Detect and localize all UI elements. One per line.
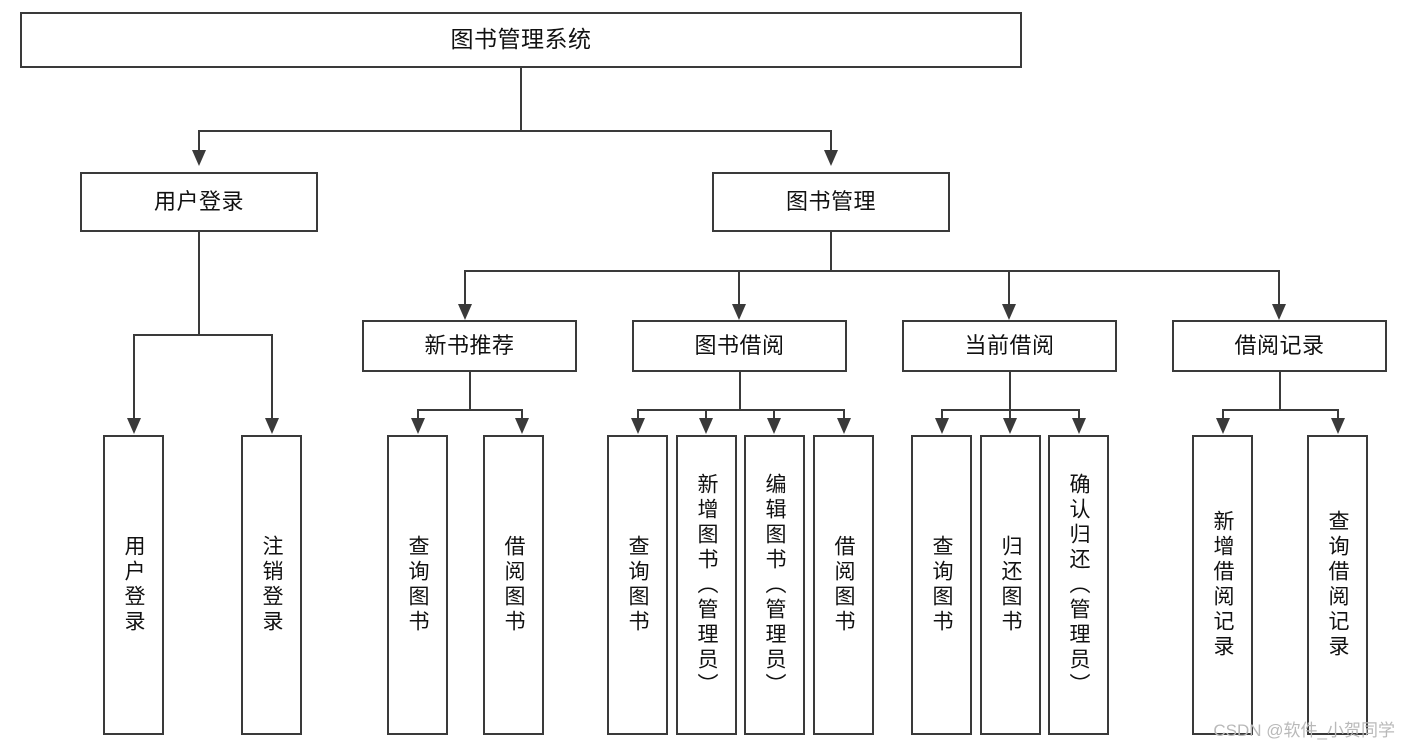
node-label: 借阅图书 <box>832 535 855 635</box>
connector-cb-drop-2 <box>1009 409 1011 418</box>
connector-root-drop-left <box>198 130 200 150</box>
node-label: 用户登录 <box>122 535 145 635</box>
arrow-to-leaf-bb-4 <box>837 418 851 434</box>
connector-book-management-stem <box>830 232 832 271</box>
node-label: 新增借阅记录 <box>1211 510 1234 660</box>
arrow-to-user-login <box>192 150 206 166</box>
leaf-user-login[interactable]: 用户登录 <box>103 435 164 735</box>
leaf-br-add-record[interactable]: 新增借阅记录 <box>1192 435 1253 735</box>
node-label: 新书推荐 <box>424 333 515 359</box>
connector-cb-stem <box>1009 372 1011 410</box>
connector-bm-drop-2 <box>738 270 740 304</box>
arrow-to-leaf-user-login <box>127 418 141 434</box>
node-label: 查询借阅记录 <box>1326 510 1349 660</box>
arrow-to-leaf-br-2 <box>1331 418 1345 434</box>
connector-user-login-stem <box>198 232 200 335</box>
connector-bb-drop-1 <box>637 409 639 418</box>
node-label: 当前借阅 <box>964 333 1055 359</box>
node-label: 归还图书 <box>999 535 1022 635</box>
connector-bb-drop-2 <box>705 409 707 418</box>
leaf-cb-query-book[interactable]: 查询图书 <box>911 435 972 735</box>
arrow-to-leaf-bb-2 <box>699 418 713 434</box>
connector-nbr-stem <box>469 372 471 410</box>
arrow-to-borrow-record <box>1272 304 1286 320</box>
arrow-to-book-management <box>824 150 838 166</box>
arrow-to-leaf-cb-2 <box>1003 418 1017 434</box>
connector-book-management-bus <box>464 270 1280 272</box>
connector-user-login-drop-1 <box>133 334 135 418</box>
connector-user-login-drop-2 <box>271 334 273 418</box>
node-borrow-record[interactable]: 借阅记录 <box>1172 320 1387 372</box>
node-label: 图书管理 <box>785 189 876 215</box>
node-user-login[interactable]: 用户登录 <box>80 172 318 232</box>
node-label: 图书借阅 <box>694 333 785 359</box>
arrow-to-leaf-cb-3 <box>1072 418 1086 434</box>
connector-bb-stem <box>739 372 741 410</box>
node-label: 用户登录 <box>153 189 244 215</box>
arrow-to-leaf-bb-1 <box>631 418 645 434</box>
leaf-br-query-record[interactable]: 查询借阅记录 <box>1307 435 1368 735</box>
node-label: 借阅记录 <box>1234 333 1325 359</box>
connector-root-drop-right <box>830 130 832 150</box>
connector-cb-drop-1 <box>941 409 943 418</box>
leaf-bb-edit-book-admin[interactable]: 编辑图书（管理员） <box>744 435 805 735</box>
connector-br-drop-1 <box>1222 409 1224 418</box>
node-book-borrow[interactable]: 图书借阅 <box>632 320 847 372</box>
connector-nbr-drop-2 <box>521 409 523 418</box>
connector-br-drop-2 <box>1337 409 1339 418</box>
leaf-cb-confirm-return-admin[interactable]: 确认归还（管理员） <box>1048 435 1109 735</box>
connector-br-stem <box>1279 372 1281 410</box>
connector-root-bus <box>198 130 832 132</box>
node-new-book-recommend[interactable]: 新书推荐 <box>362 320 577 372</box>
leaf-cb-return-book[interactable]: 归还图书 <box>980 435 1041 735</box>
connector-bb-drop-4 <box>843 409 845 418</box>
arrow-to-leaf-cb-1 <box>935 418 949 434</box>
node-label: 查询图书 <box>930 535 953 635</box>
node-label: 图书管理系统 <box>450 26 592 53</box>
connector-cb-drop-3 <box>1078 409 1080 418</box>
leaf-bb-add-book-admin[interactable]: 新增图书（管理员） <box>676 435 737 735</box>
node-label: 新增图书（管理员） <box>695 472 718 698</box>
connector-bb-bus <box>637 409 845 411</box>
node-book-management[interactable]: 图书管理 <box>712 172 950 232</box>
connector-bm-drop-4 <box>1278 270 1280 304</box>
node-root-book-management-system[interactable]: 图书管理系统 <box>20 12 1022 68</box>
connector-nbr-bus <box>417 409 522 411</box>
node-label: 查询图书 <box>406 535 429 635</box>
connector-bm-drop-1 <box>464 270 466 304</box>
connector-bb-drop-3 <box>773 409 775 418</box>
leaf-nbr-query-book[interactable]: 查询图书 <box>387 435 448 735</box>
leaf-nbr-borrow-book[interactable]: 借阅图书 <box>483 435 544 735</box>
connector-br-bus <box>1222 409 1338 411</box>
arrow-to-leaf-bb-3 <box>767 418 781 434</box>
node-label: 借阅图书 <box>502 535 525 635</box>
arrow-to-new-book-recommend <box>458 304 472 320</box>
arrow-to-leaf-br-1 <box>1216 418 1230 434</box>
arrow-to-book-borrow <box>732 304 746 320</box>
connector-nbr-drop-1 <box>417 409 419 418</box>
node-current-borrow[interactable]: 当前借阅 <box>902 320 1117 372</box>
leaf-bb-borrow-book[interactable]: 借阅图书 <box>813 435 874 735</box>
connector-root-stem <box>520 68 522 131</box>
node-label: 编辑图书（管理员） <box>763 472 786 698</box>
arrow-to-leaf-logout <box>265 418 279 434</box>
arrow-to-leaf-nbr-2 <box>515 418 529 434</box>
leaf-logout[interactable]: 注销登录 <box>241 435 302 735</box>
arrow-to-current-borrow <box>1002 304 1016 320</box>
connector-bm-drop-3 <box>1008 270 1010 304</box>
connector-user-login-bus <box>133 334 272 336</box>
node-label: 确认归还（管理员） <box>1067 472 1090 698</box>
node-label: 注销登录 <box>260 535 283 635</box>
leaf-bb-query-book[interactable]: 查询图书 <box>607 435 668 735</box>
arrow-to-leaf-nbr-1 <box>411 418 425 434</box>
node-label: 查询图书 <box>626 535 649 635</box>
